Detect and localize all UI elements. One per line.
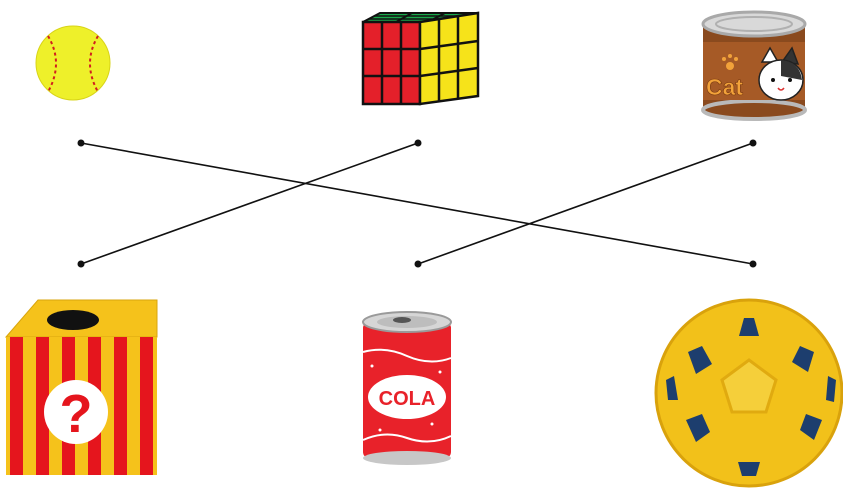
connection-line-cube-mystery [80, 142, 419, 265]
connection-dot-cola [414, 260, 422, 268]
connection-dot-soccer [749, 260, 757, 268]
softball-icon [35, 25, 111, 101]
connection-dots [77, 139, 757, 268]
connection-dot-cube [414, 139, 422, 147]
cola-label: COLA [379, 388, 436, 410]
cola-can-icon: COLA [362, 311, 452, 465]
connection-dot-softball [77, 139, 85, 147]
cat-label: Cat [706, 74, 743, 100]
connection-line-catfood-cola [417, 142, 754, 265]
connection-dot-catfood [749, 139, 757, 147]
connection-lines [80, 142, 754, 265]
soccer-ball-icon [654, 298, 843, 488]
cat-food-can-icon: Cat [701, 10, 807, 121]
mystery-box-icon: ? [4, 299, 158, 475]
rubiks-cube-icon [361, 11, 480, 106]
connection-line-softball-soccer [80, 142, 754, 265]
question-mark-label: ? [60, 384, 93, 444]
connection-dot-mystery [77, 260, 85, 268]
